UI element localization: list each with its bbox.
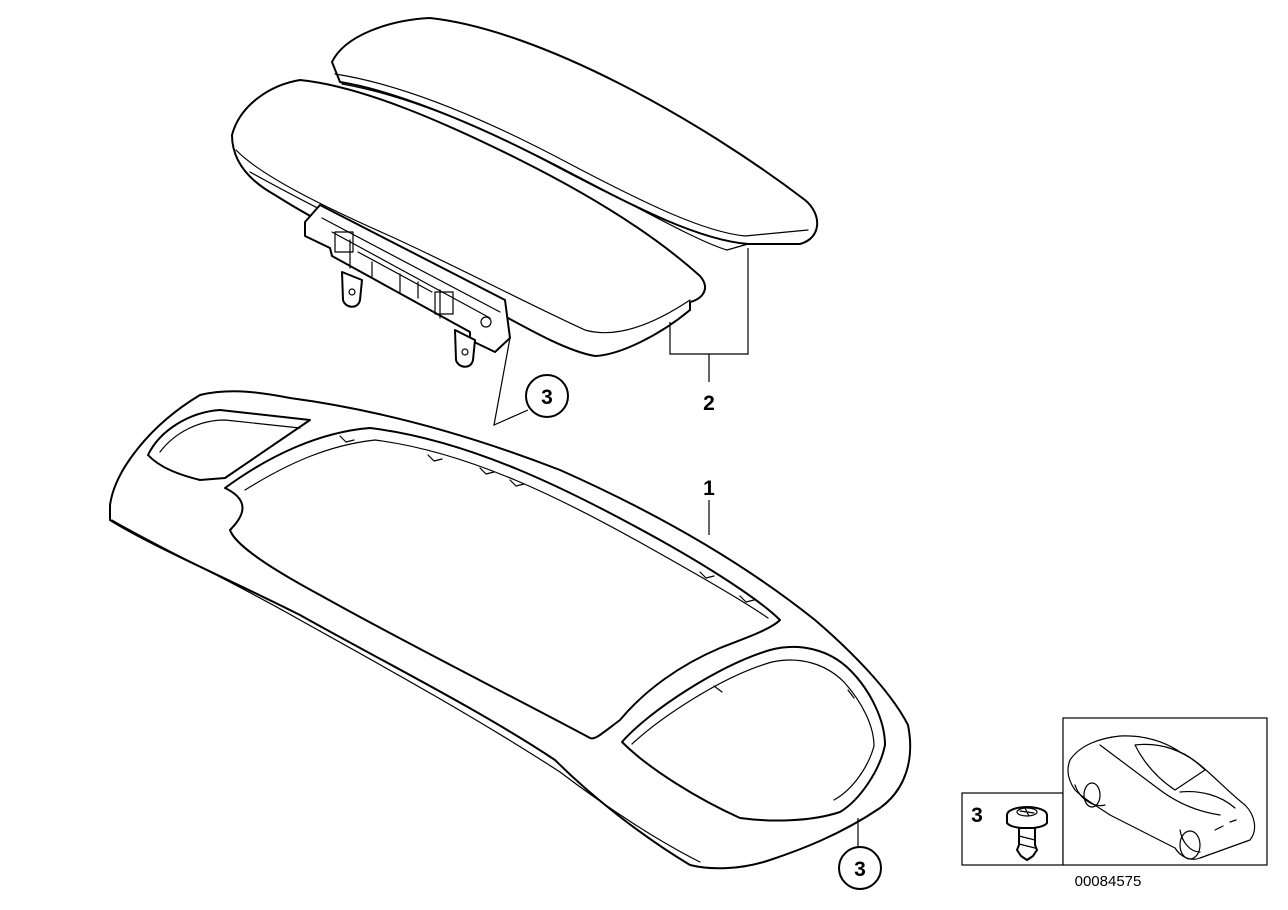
car-silhouette-icon [1067, 735, 1256, 860]
callout-3-top: 3 [525, 374, 569, 418]
callout-3-bottom-label: 3 [854, 858, 866, 881]
screw-inset: 3 [961, 792, 1064, 866]
callout-3-bottom: 3 [838, 846, 882, 890]
callout-1: 1 [703, 477, 715, 500]
hinge-bracket [304, 204, 511, 368]
inset-screw-label: 3 [971, 804, 983, 827]
armrest-pad-rear [331, 17, 819, 251]
callout-3-top-label: 3 [541, 386, 553, 409]
reference-number: 00084575 [1075, 873, 1142, 890]
callout-2: 2 [703, 392, 715, 415]
console-frame [109, 390, 912, 870]
leader-lines [493, 248, 859, 848]
screw-icon [1006, 806, 1048, 861]
car-inset [1062, 717, 1268, 866]
